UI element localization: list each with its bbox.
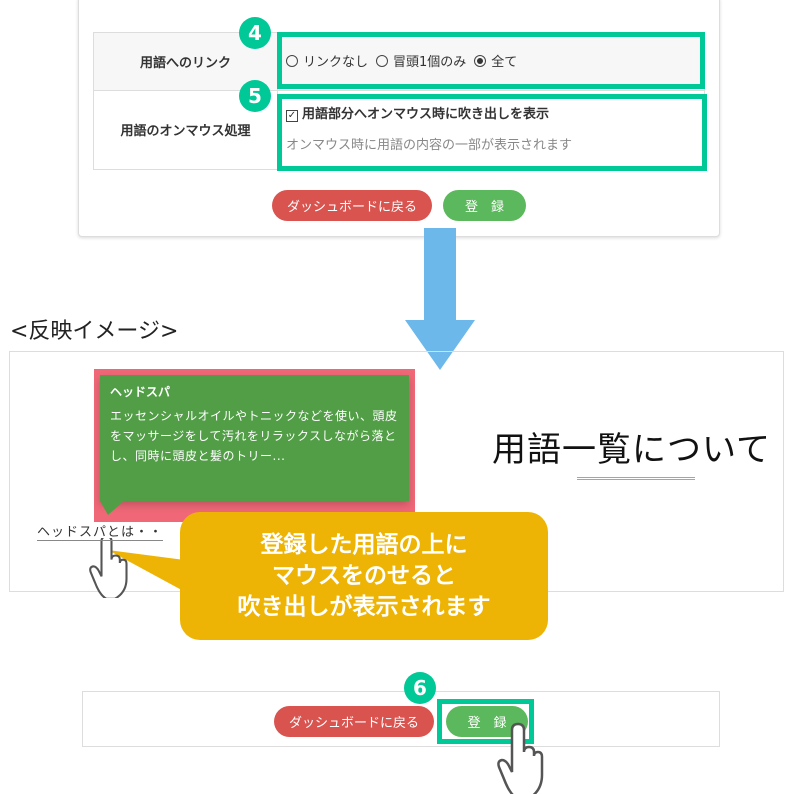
back-to-dashboard-button-bottom[interactable]: ダッシュボードに戻る — [274, 706, 434, 737]
register-button[interactable]: 登 録 — [443, 190, 526, 221]
radio-label: リンクなし — [303, 55, 369, 70]
hover-checkbox[interactable]: ✓ 用語部分へオンマウス時に吹き出しを表示 — [286, 103, 698, 122]
preview-caption: <反映イメージ> — [10, 319, 179, 344]
step-badge-6: 6 — [404, 672, 436, 704]
bottom-button-bar — [82, 691, 720, 747]
back-to-dashboard-button[interactable]: ダッシュボードに戻る — [272, 190, 432, 221]
link-options-highlight: リンクなし 冒頭1個のみ 全て — [277, 32, 705, 89]
preview-heading: 用語一覧について — [492, 430, 771, 470]
checkbox-label: 用語部分へオンマウス時に吹き出しを表示 — [302, 107, 550, 122]
tooltip-pointer — [100, 501, 124, 515]
heading-underline — [577, 477, 695, 480]
tooltip-body: エッセンシャルオイルやトニックなどを使い、頭皮をマッサージをして汚れをリラックス… — [110, 409, 398, 463]
radio-no-link[interactable]: リンクなし — [286, 51, 368, 70]
tooltip: ヘッドスパ エッセンシャルオイルやトニックなどを使い、頭皮をマッサージをして汚れ… — [100, 375, 409, 501]
tooltip-title: ヘッドスパ — [110, 385, 171, 399]
step-badge-4: 4 — [239, 17, 271, 49]
hand-cursor-icon — [89, 538, 128, 598]
radio-label: 冒頭1個のみ — [393, 55, 467, 70]
tooltip-highlight: ヘッドスパ エッセンシャルオイルやトニックなどを使い、頭皮をマッサージをして汚れ… — [94, 369, 415, 522]
hand-cursor-icon — [497, 722, 544, 794]
hover-option-highlight: ✓ 用語部分へオンマウス時に吹き出しを表示 オンマウス時に用語の内容の一部が表示さ… — [277, 94, 707, 171]
term-link[interactable]: ヘッドスパとは・・ — [37, 521, 164, 541]
callout-line: マウスをのせると — [272, 563, 456, 589]
radio-first-only[interactable]: 冒頭1個のみ — [376, 51, 466, 70]
callout: 登録した用語の上に マウスをのせると 吹き出しが表示されます — [180, 512, 548, 640]
checkbox-checked-icon: ✓ — [286, 110, 298, 122]
callout-line: 吹き出しが表示されます — [237, 594, 491, 620]
callout-line: 登録した用語の上に — [260, 532, 468, 558]
link-setting-row: 用語へのリンク — [93, 32, 705, 91]
hover-help-text: オンマウス時に用語の内容の一部が表示されます — [286, 138, 573, 153]
register-highlight — [437, 699, 534, 744]
radio-label: 全て — [491, 55, 518, 70]
radio-all[interactable]: 全て — [474, 51, 517, 70]
step-badge-5: 5 — [239, 80, 271, 112]
